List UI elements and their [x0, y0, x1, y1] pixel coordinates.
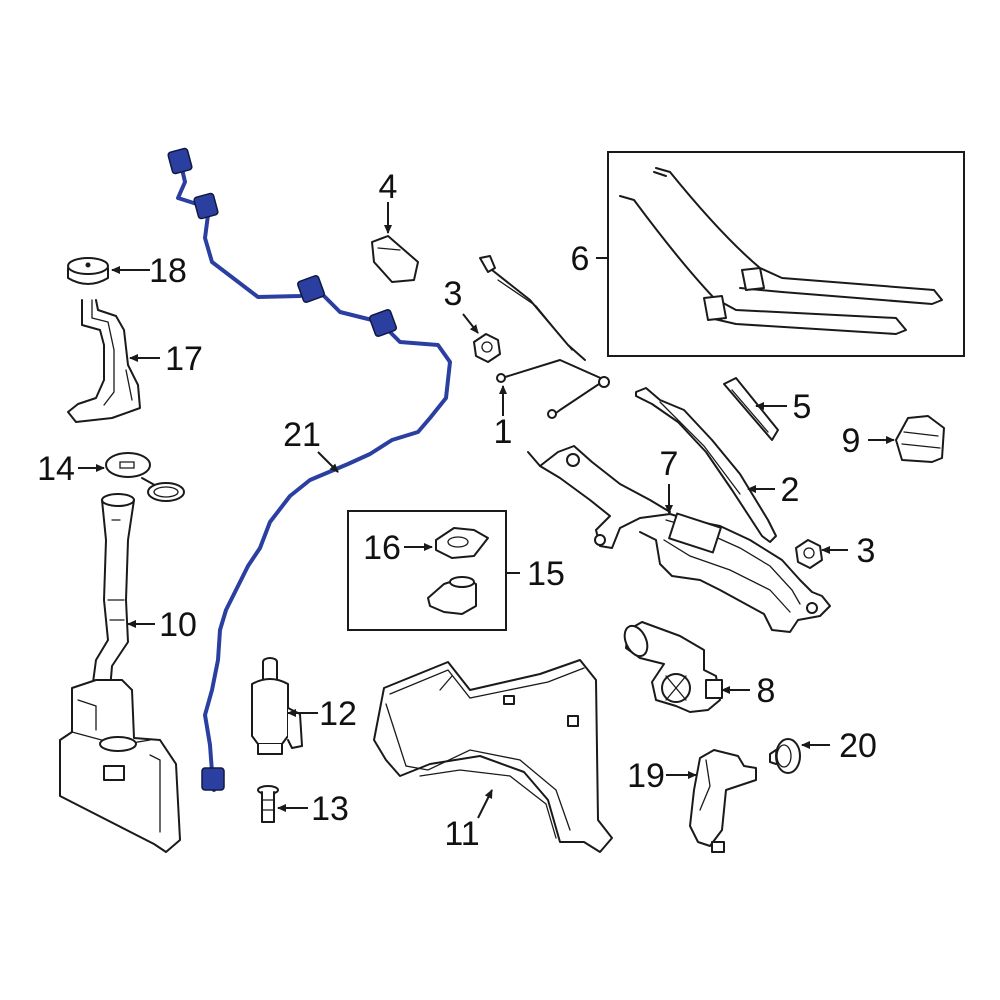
- nut-part-3-lower[interactable]: [795, 539, 823, 569]
- callout-5: 5: [793, 388, 812, 426]
- callout-8: 8: [757, 672, 776, 710]
- level-sensor-part-19[interactable]: [689, 749, 757, 853]
- callout-labels: 1 2 3 3 4 5 6 7 8 9 10 11 12 13 14 15 16…: [37, 168, 877, 853]
- wiper-blades-part-6[interactable]: [607, 151, 965, 357]
- callout-3-lower: 3: [857, 532, 876, 570]
- filler-neck-part-10[interactable]: [91, 493, 135, 691]
- filler-cap-part-14[interactable]: [105, 452, 185, 502]
- callout-17: 17: [165, 340, 203, 378]
- reservoir-tank-part-10[interactable]: [59, 679, 181, 853]
- callout-11: 11: [444, 815, 479, 853]
- nut-part-3-upper[interactable]: [473, 333, 501, 363]
- grommet-part-9[interactable]: [895, 415, 945, 463]
- screw-part-13[interactable]: [257, 785, 279, 823]
- reservoir-part-11[interactable]: [373, 659, 613, 853]
- callout-13: 13: [311, 790, 349, 828]
- callout-14: 14: [37, 450, 75, 488]
- callout-2: 2: [781, 471, 800, 509]
- wiper-arm-part-2[interactable]: [635, 387, 777, 543]
- callout-12: 12: [319, 695, 357, 733]
- washer-hose-part-21[interactable]: [167, 147, 452, 792]
- wiper-motor-part-8[interactable]: [620, 621, 723, 713]
- callout-1: 1: [494, 413, 513, 451]
- callout-7: 7: [660, 445, 679, 483]
- wiper-arm-part-1[interactable]: [479, 255, 610, 419]
- callout-10: 10: [159, 606, 197, 644]
- nozzle-kit-part-15[interactable]: [347, 510, 507, 631]
- bracket-part-17[interactable]: [67, 299, 141, 423]
- callout-leaders: [78, 202, 895, 819]
- callout-20: 20: [839, 727, 877, 765]
- cap-part-18[interactable]: [67, 257, 109, 285]
- callout-18: 18: [149, 252, 187, 290]
- trim-part-5[interactable]: [723, 377, 779, 441]
- callout-15: 15: [527, 555, 565, 593]
- callout-9: 9: [842, 422, 861, 460]
- cover-part-4[interactable]: [371, 235, 419, 283]
- callout-4: 4: [379, 168, 398, 206]
- callout-16: 16: [363, 529, 401, 567]
- nozzle-part-15[interactable]: [427, 576, 477, 615]
- grommet-part-20[interactable]: [769, 738, 801, 774]
- nozzle-cap-part-16[interactable]: [435, 527, 489, 559]
- wiper-linkage-part-7[interactable]: [527, 445, 831, 633]
- callout-21: 21: [283, 416, 321, 454]
- callout-6: 6: [571, 240, 590, 278]
- callout-3-upper: 3: [444, 275, 463, 313]
- washer-pump-part-12[interactable]: [251, 657, 303, 755]
- callout-19: 19: [627, 757, 665, 795]
